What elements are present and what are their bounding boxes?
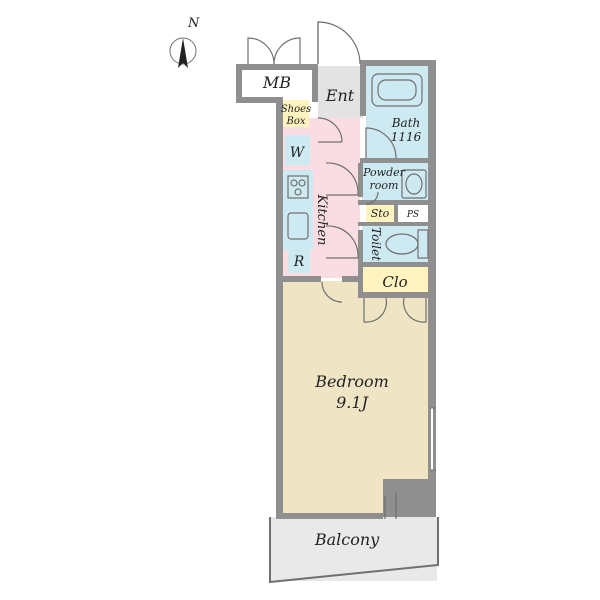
washer-label: W xyxy=(290,145,306,161)
balcony-outline xyxy=(269,517,439,584)
shoes-box-label-line2: Box xyxy=(285,116,305,127)
closet-area xyxy=(362,266,428,296)
doors xyxy=(247,21,427,519)
shoes-box-label-line1: Shoes xyxy=(281,104,311,115)
bedroom-size-label: 9.1J xyxy=(336,393,369,412)
kitchen-label: Kitchen xyxy=(314,194,329,246)
shoes-box-area xyxy=(283,100,309,127)
entrance-label: Ent xyxy=(325,86,355,105)
compass-north-label: N xyxy=(187,16,200,31)
entrance-area xyxy=(318,66,363,118)
closet-label: Clo xyxy=(382,273,407,291)
balcony-area xyxy=(270,517,437,581)
compass-needle xyxy=(178,38,188,68)
powder-room-label-line2: room xyxy=(370,179,399,192)
storage-area xyxy=(366,204,394,224)
balcony-label: Balcony xyxy=(314,530,380,549)
storage-label: Sto xyxy=(371,207,390,220)
toilet-label: Toilet xyxy=(369,227,383,261)
fridge-space xyxy=(288,248,310,273)
bath-area xyxy=(366,66,428,161)
mb-area xyxy=(242,66,312,98)
fridge-label: R xyxy=(293,254,305,270)
bedroom-area xyxy=(282,281,430,513)
bath-label-line2: 1116 xyxy=(391,130,422,144)
bath-label-line1: Bath xyxy=(391,116,421,130)
pipe-space-label: PS xyxy=(406,210,419,220)
pipe-space-area xyxy=(398,206,428,222)
fixtures xyxy=(287,73,429,259)
mb-label: MB xyxy=(262,73,291,92)
walls xyxy=(236,60,436,519)
washer-space xyxy=(285,135,310,165)
compass: N xyxy=(169,16,200,68)
bedroom-label: Bedroom xyxy=(314,372,389,391)
powder-room-label-line1: Powder xyxy=(362,166,406,179)
